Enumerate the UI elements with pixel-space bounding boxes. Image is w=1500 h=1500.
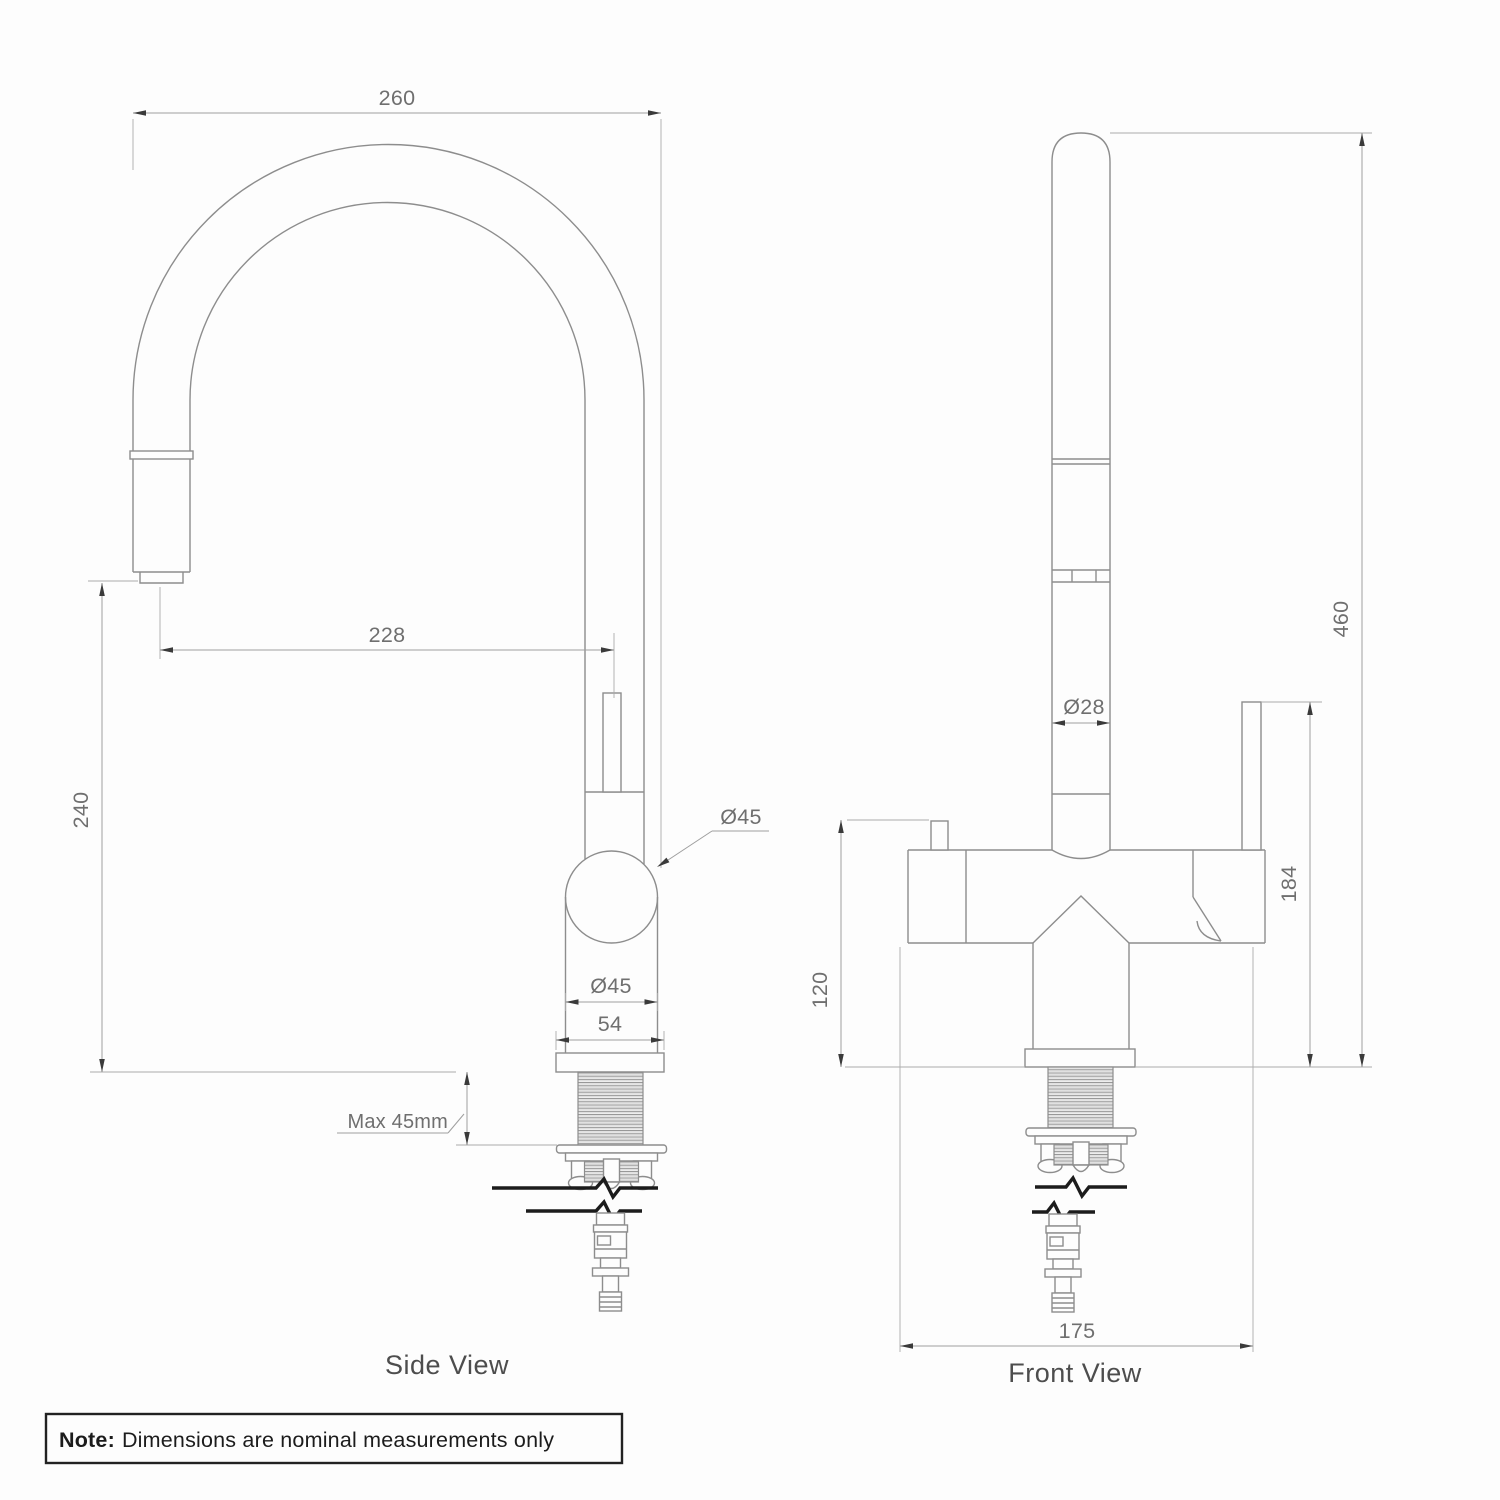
dim-label-260: 260 [379,86,416,110]
gooseneck-spout-side [129,143,645,864]
spout-aerator-tip [139,572,184,584]
front-view-title: Front View [1008,1358,1142,1388]
body-front [907,820,1266,944]
dim-spout-width: 260 [132,86,662,868]
note-text: Note: Dimensions are nominal measurements… [59,1428,554,1452]
dim-handle-height: 184 [1261,701,1322,1067]
note-prefix: Note: [59,1428,115,1452]
dim-body-diameter: Ø45 [565,974,658,1011]
dim-label-body-d45: Ø45 [590,974,632,998]
dim-label-460: 460 [1329,601,1353,638]
dim-base-width: 54 [555,1012,665,1050]
side-view: 260 228 240 Ø45 [69,86,769,1380]
dim-label-175: 175 [1059,1319,1096,1343]
spout-body-fillet [1051,849,1111,860]
base-flange-front [1024,1048,1136,1068]
break-line-front-upper [1035,1174,1127,1200]
dim-label-54: 54 [598,1012,623,1036]
dim-total-height: 460 [1110,132,1372,1067]
note-body: Dimensions are nominal measurements only [122,1428,554,1452]
body-chevron [1032,895,1130,944]
dim-label-120: 120 [808,972,832,1009]
mounting-hardware-front [1025,1127,1137,1174]
base-front [1024,943,1136,1068]
handle-lever-front [1241,701,1262,851]
break-line-side-lower [526,1198,642,1224]
body-side [555,897,665,1073]
dim-outlet-height: 240 [69,580,456,1073]
dim-label-d28: Ø28 [1063,695,1105,719]
break-line-side-upper [492,1175,658,1201]
base-flange-side [555,1052,665,1073]
dim-label-228: 228 [369,623,406,647]
dim-max-counter-thickness: Max 45mm [337,1072,557,1146]
handle-joint-diagonal [1192,896,1222,942]
dim-label-max45: Max 45mm [347,1111,448,1133]
spout-column-front [1051,132,1111,860]
threaded-shank-side [577,1071,644,1146]
dim-body-height: 120 [808,819,929,1067]
dim-spout-diameter: Ø28 [1052,695,1110,726]
side-view-title: Side View [385,1350,509,1380]
dim-label-ball-d45: Ø45 [720,805,762,829]
note-box: Note: Dimensions are nominal measurements… [44,1412,624,1465]
threaded-shank-front [1047,1066,1114,1129]
spray-head-collar [129,450,194,460]
hose-connector-side [591,1212,630,1312]
dim-spout-reach: 228 [159,587,615,698]
handle-lever-side [602,692,622,793]
side-outlet-button [930,820,949,851]
dim-label-240: 240 [69,792,93,829]
dim-label-184: 184 [1277,866,1301,903]
dim-base-spread: 175 [899,947,1254,1352]
mounting-hardware-side [555,1144,668,1191]
front-view: Ø28 460 184 120 [808,132,1372,1388]
dim-ball-diameter: Ø45 [657,805,769,867]
ball-joint [564,850,659,944]
break-line-front-lower [1032,1199,1095,1225]
hose-connector-front [1044,1213,1082,1313]
